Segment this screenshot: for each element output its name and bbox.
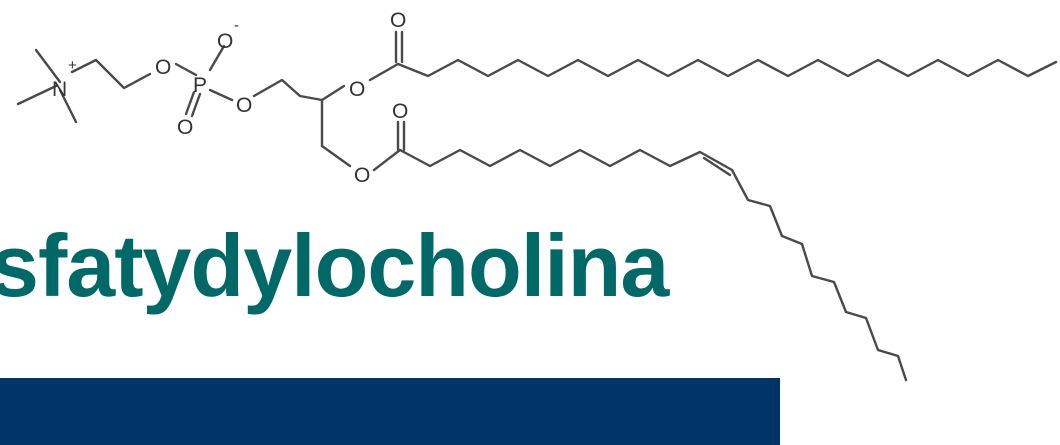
bonds	[16, 30, 1058, 382]
atom-o-sn1: O	[354, 164, 370, 187]
atom-o-minus: O	[217, 30, 233, 53]
atom-labels: N + O P O - O O O O O O	[52, 9, 408, 187]
atom-o-choline: O	[155, 56, 171, 79]
atom-n: N	[52, 78, 67, 101]
atom-o-carbonyl-sn1: O	[392, 100, 408, 123]
atom-o-glycerol: O	[236, 94, 252, 117]
atom-p: P	[193, 74, 207, 97]
title-underline-band	[0, 378, 780, 445]
slide-title: sfatydylocholina	[0, 216, 669, 315]
atom-o-carbonyl-sn2: O	[390, 9, 406, 32]
atom-o-minus-charge: -	[234, 17, 239, 34]
atom-o-phosphate-double: O	[177, 116, 193, 139]
atom-o-sn2: O	[349, 78, 365, 101]
atom-n-charge: +	[68, 57, 77, 74]
